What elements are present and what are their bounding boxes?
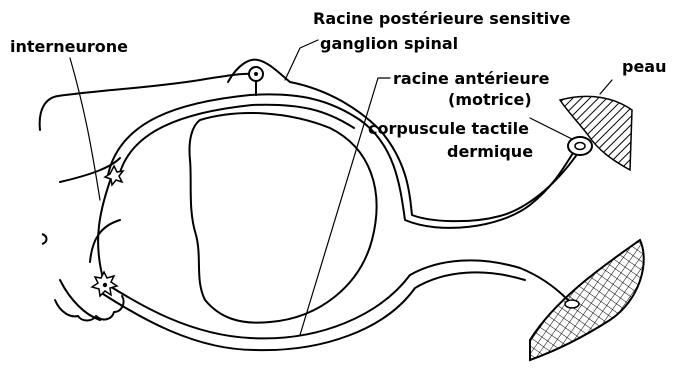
label-interneuron: interneurone bbox=[10, 38, 128, 56]
grey-matter-outline bbox=[189, 113, 376, 323]
skin-block bbox=[560, 96, 632, 170]
leader-ganglion bbox=[285, 40, 318, 80]
label-root-posterior: Racine postérieure sensitive bbox=[313, 10, 570, 28]
label-root-anterior: racine antérieure bbox=[393, 70, 550, 88]
label-motor: (motrice) bbox=[448, 91, 532, 109]
sensory-fiber-inner bbox=[118, 105, 354, 180]
body-outline bbox=[40, 74, 580, 320]
label-dermal: dermique bbox=[447, 143, 533, 161]
label-ganglion: ganglion spinal bbox=[320, 35, 458, 53]
label-skin: peau bbox=[622, 58, 667, 76]
motor-neuron-nucleus bbox=[103, 283, 107, 287]
ganglion-nucleus bbox=[254, 72, 258, 76]
motor-end-plate bbox=[565, 300, 579, 308]
leader-corpuscle bbox=[530, 118, 574, 140]
motor-fiber bbox=[108, 260, 568, 338]
canal-mark bbox=[42, 234, 47, 244]
muscle-fiber bbox=[530, 240, 644, 360]
leader-skin bbox=[600, 80, 612, 94]
sensory-fiber bbox=[108, 94, 575, 228]
tactile-corpuscle bbox=[568, 137, 592, 155]
label-corpuscle: corpuscule tactile bbox=[368, 120, 529, 138]
